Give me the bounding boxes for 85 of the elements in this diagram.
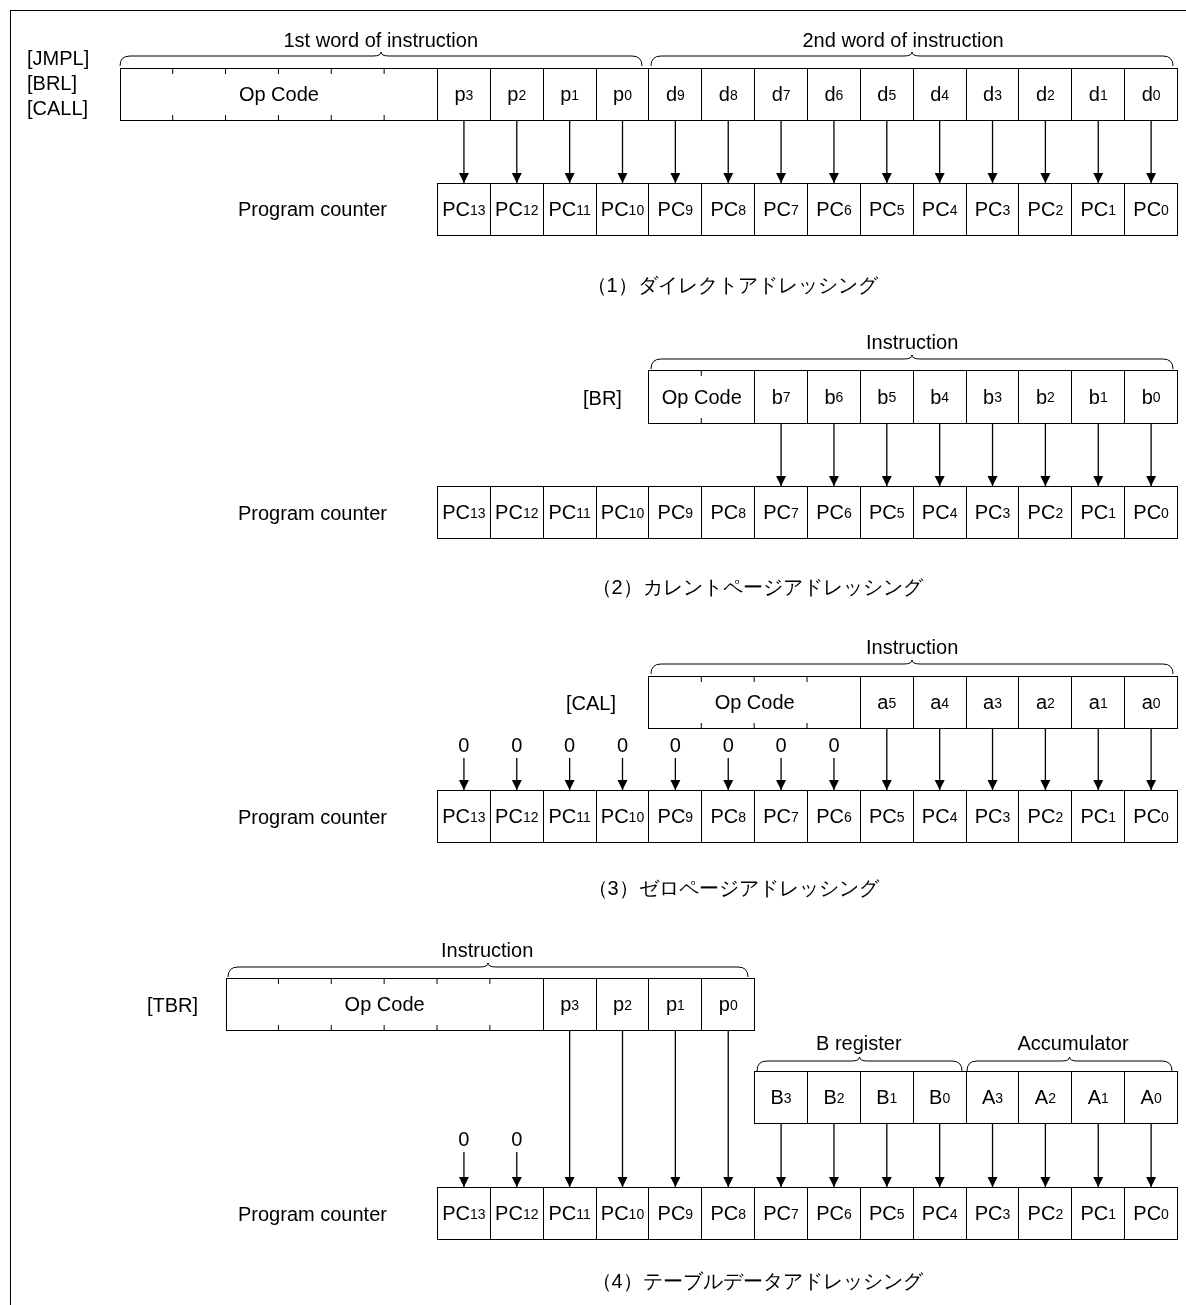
constant-bit-text: 0 [595,732,650,758]
constant-bit-text: 0 [754,732,808,758]
figure-caption: （1）ダイレクトアドレッシング [586,273,878,297]
arrow [723,757,734,791]
figure-caption: （4）テーブルデータアドレッシング [591,1269,923,1293]
arrow [670,120,681,184]
arrow [1093,1123,1104,1188]
register-label: Program counter [238,197,387,221]
brace-label: Instruction [866,635,959,659]
arrow [511,1151,522,1188]
constant-bit-text: 0 [437,1126,491,1152]
arrow [828,120,839,184]
arrow [617,120,628,184]
arrow [828,1123,839,1188]
arrow [1040,120,1051,184]
arrow [564,120,575,184]
mnemonic-label: [JMPL] [27,46,90,70]
constant-bit-text: 0 [807,732,861,758]
arrow [1093,728,1104,791]
arrow [881,1123,892,1188]
arrow [934,1123,945,1188]
arrow [934,423,945,487]
arrow [511,120,522,184]
arrow [1093,423,1104,487]
constant-bit-text: 0 [489,732,544,758]
mnemonic-label: [BRL] [27,71,78,95]
brace-label: Accumulator [1017,1031,1129,1055]
arrow [1146,120,1157,184]
brace-label: Instruction [866,330,959,354]
figure-caption: （2）カレントページアドレッシング [591,575,923,599]
arrow [776,423,787,487]
arrow [987,1123,998,1188]
arrow [776,120,787,184]
arrow [1040,423,1051,487]
arrow [987,728,998,791]
register-label: Program counter [238,805,387,829]
arrow [1093,120,1104,184]
opcode-field: Op Code [648,676,861,729]
arrow [881,423,892,487]
arrow [828,423,839,487]
arrow [670,1030,681,1188]
arrow [1146,1123,1157,1188]
arrow [564,1030,575,1188]
arrow [934,120,945,184]
constant-bit-text: 0 [701,732,756,758]
mnemonic-label: [TBR] [147,993,199,1017]
arrow [987,423,998,487]
arrow [881,120,892,184]
arrow [670,757,681,791]
brace-label: Instruction [441,938,534,962]
arrow [1146,423,1157,487]
arrow [511,757,522,791]
arrow [1040,1123,1051,1188]
opcode-field: Op Code [119,68,438,121]
figure-caption: （3）ゼロページアドレッシング [587,876,879,900]
constant-bit-text: 0 [489,1126,544,1152]
mnemonic-label: [BR] [583,386,622,410]
arrow [1040,728,1051,791]
constant-bit-text: 0 [648,732,703,758]
arrow [934,728,945,791]
constant-bit-text: 0 [437,732,491,758]
arrow [1146,728,1157,791]
brace-label: 2nd word of instruction [802,28,1004,52]
constant-bit-text: 0 [542,732,597,758]
brace-label: 1st word of instruction [283,28,479,52]
arrow [776,1123,787,1188]
arrow [723,120,734,184]
arrow [458,120,469,184]
arrow [617,757,628,791]
register-label: Program counter [238,501,387,525]
arrow [564,757,575,791]
arrow [828,757,839,791]
arrow [987,120,998,184]
mnemonic-label: [CAL] [566,691,617,715]
arrow [458,757,469,791]
arrow [723,1030,734,1188]
arrow [458,1151,469,1188]
arrow [776,757,787,791]
register-label: Program counter [238,1202,387,1226]
arrow [881,728,892,791]
mnemonic-label: [CALL] [27,96,89,120]
arrow [617,1030,628,1188]
opcode-field: Op Code [225,978,544,1031]
opcode-field: Op Code [648,370,756,424]
brace-label: B register [816,1031,902,1055]
